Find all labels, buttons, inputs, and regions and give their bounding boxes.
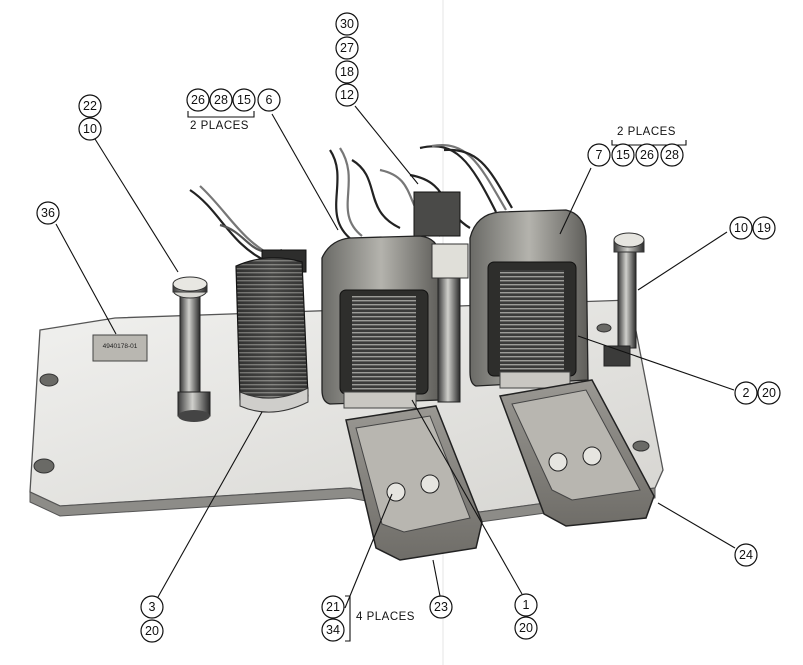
callout-10a: 10: [78, 117, 102, 141]
callout-28b: 28: [660, 143, 684, 167]
svg-text:26: 26: [191, 93, 205, 107]
svg-text:36: 36: [41, 206, 55, 220]
standoff-post-right: [603, 232, 645, 367]
svg-text:2: 2: [743, 386, 750, 400]
svg-text:28: 28: [214, 93, 228, 107]
callout-36: 36: [36, 201, 60, 225]
callout-10b: 10: [729, 216, 753, 240]
places-label-b: 2 PLACES: [617, 126, 676, 138]
standoff-post-left: [172, 276, 211, 422]
svg-text:34: 34: [326, 623, 340, 637]
svg-text:24: 24: [739, 548, 753, 562]
svg-text:3: 3: [149, 600, 156, 614]
svg-text:10: 10: [83, 122, 97, 136]
svg-text:15: 15: [616, 148, 630, 162]
callout-34: 34: [321, 618, 345, 642]
wire-harness: [189, 144, 513, 264]
callout-26b: 26: [635, 143, 659, 167]
bracket-a: [187, 111, 255, 118]
leader-lines: [55, 105, 736, 609]
cover-tray-23: [345, 405, 483, 561]
transformer-can-2: [469, 209, 589, 389]
svg-text:6: 6: [266, 93, 273, 107]
callout-1: 1: [514, 593, 538, 617]
callout-22: 22: [78, 94, 102, 118]
svg-text:20: 20: [762, 386, 776, 400]
places-label-a: 2 PLACES: [190, 120, 249, 132]
svg-text:19: 19: [757, 221, 771, 235]
callout-6: 6: [257, 88, 281, 112]
svg-text:21: 21: [326, 600, 340, 614]
svg-text:28: 28: [665, 148, 679, 162]
callout-30: 30: [335, 12, 359, 36]
callout-3: 3: [140, 595, 164, 619]
svg-text:22: 22: [83, 99, 97, 113]
callout-23: 23: [429, 595, 453, 619]
center-bracket: [431, 243, 469, 403]
cover-tray-24: [498, 379, 655, 527]
places-label-c: 4 PLACES: [356, 611, 415, 623]
callout-15a: 15: [232, 88, 256, 112]
callout-18: 18: [335, 60, 359, 84]
svg-text:15: 15: [237, 93, 251, 107]
svg-text:1: 1: [523, 598, 530, 612]
svg-text:23: 23: [434, 600, 448, 614]
callout-21: 21: [321, 595, 345, 619]
callout-26a: 26: [186, 88, 210, 112]
callout-2: 2: [734, 381, 758, 405]
callout-12: 12: [335, 83, 359, 107]
svg-text:12: 12: [340, 88, 354, 102]
svg-text:30: 30: [340, 17, 354, 31]
plate-text: 4940178-01: [103, 343, 138, 350]
svg-text:20: 20: [145, 624, 159, 638]
coil-assembly-3: [235, 257, 309, 413]
svg-text:18: 18: [340, 65, 354, 79]
callout-20a: 20: [757, 381, 781, 405]
svg-text:26: 26: [640, 148, 654, 162]
svg-text:10: 10: [734, 221, 748, 235]
name-plate: 4940178-01: [92, 334, 148, 362]
svg-text:27: 27: [340, 41, 354, 55]
callout-20c: 20: [514, 616, 538, 640]
callout-7: 7: [587, 143, 611, 167]
callout-19: 19: [752, 216, 776, 240]
bracket-c: [345, 595, 351, 642]
svg-text:7: 7: [596, 148, 603, 162]
callout-27: 27: [335, 36, 359, 60]
callout-15b: 15: [611, 143, 635, 167]
callout-28a: 28: [209, 88, 233, 112]
transformer-can-1: [321, 235, 441, 409]
callout-20b: 20: [140, 619, 164, 643]
callout-24: 24: [734, 543, 758, 567]
connector-rear: [413, 191, 461, 237]
svg-text:20: 20: [519, 621, 533, 635]
